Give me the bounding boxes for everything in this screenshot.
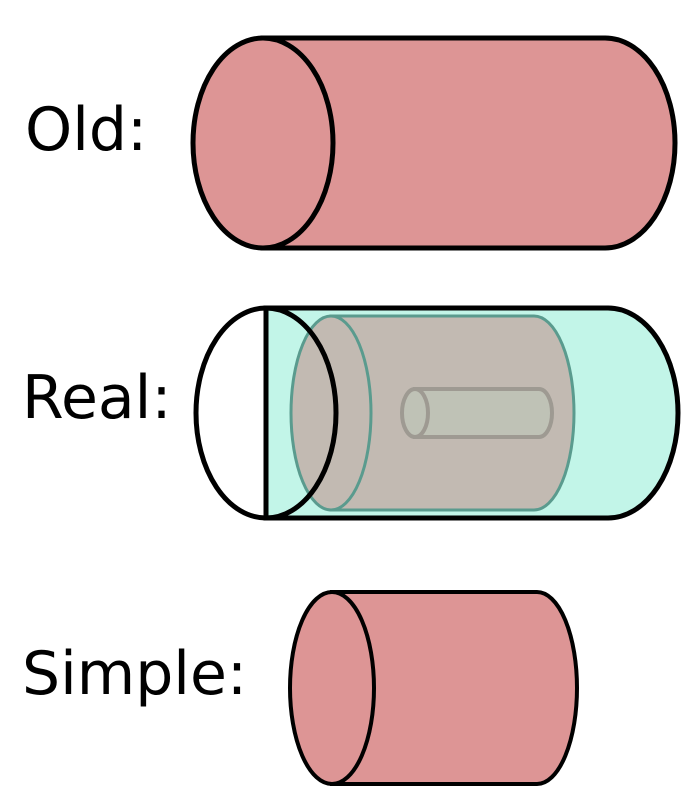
old-cylinder-body [260,35,678,251]
real-cylinder [193,305,681,521]
old-row: Old: [25,35,678,251]
simple-cylinder-body [330,590,579,786]
real-label: Real: [22,363,172,433]
real-core-end-face [400,387,430,439]
old-label: Old: [25,95,147,165]
simple-cylinder-end-face [288,590,376,786]
simple-row: Simple: [22,590,579,786]
old-cylinder [190,35,678,251]
real-outer-shell-end-face [193,305,339,521]
real-inner-layer-end-face [289,314,373,512]
old-cylinder-end-face [190,35,336,251]
real-row: Real: [22,305,681,521]
real-core-body [413,387,554,439]
simple-label: Simple: [22,639,247,709]
simple-cylinder [288,590,579,786]
